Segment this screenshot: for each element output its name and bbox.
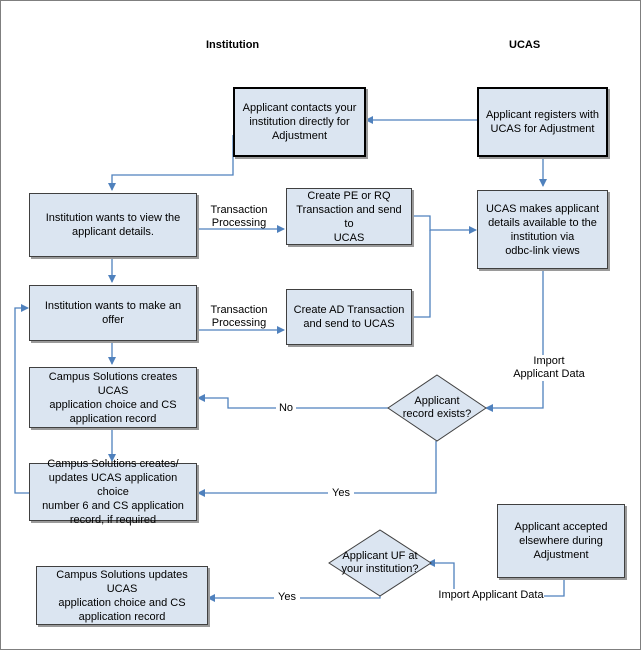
box-cs-updates-choice: Campus Solutions updates UCAS applicatio…: [36, 566, 208, 625]
box-view-details: Institution wants to view the applicant …: [29, 193, 197, 257]
edge-ucas-to-decision1: [485, 269, 544, 412]
label-yes-1: Yes: [328, 487, 354, 500]
edge-loop-back-to-offer: [14, 304, 29, 494]
box-create-pe-rq: Create PE or RQ Transaction and send to …: [286, 188, 412, 245]
box-text: Create AD Transaction and send to UCAS: [293, 304, 405, 330]
box-text: Institution wants to view the applicant …: [45, 212, 181, 238]
edge-contacts-to-view: [108, 135, 234, 191]
label-no: No: [276, 402, 296, 415]
edge-decision1-yes: [197, 441, 437, 497]
box-text: Applicant contacts your institution dire…: [242, 102, 357, 142]
edge-create-pe-to-ucas: [412, 215, 477, 234]
column-heading-institution: Institution: [206, 39, 260, 51]
label-transaction-processing-2: Transaction Processing: [210, 304, 268, 329]
box-make-offer: Institution wants to make an offer: [29, 285, 197, 341]
edge-decision1-no: [197, 394, 388, 409]
box-create-ad: Create AD Transaction and send to UCAS: [286, 289, 412, 345]
edge-create-ad-to-ucas: [412, 230, 431, 318]
box-text: UCAS makes applicant details available t…: [485, 202, 600, 257]
box-ucas-makes-available: UCAS makes applicant details available t…: [477, 190, 608, 269]
label-yes-2: Yes: [274, 591, 300, 604]
box-text: Institution wants to make an offer: [44, 300, 182, 326]
box-text: Campus Solutions creates/ updates UCAS a…: [42, 458, 184, 526]
box-applicant-registers: Applicant registers with UCAS for Adjust…: [477, 87, 608, 157]
box-text: Create PE or RQ Transaction and send to …: [296, 189, 402, 244]
box-text: Applicant registers with UCAS for Adjust…: [485, 109, 600, 135]
box-accepted-elsewhere: Applicant accepted elsewhere during Adju…: [497, 504, 625, 578]
decision-record-exists: [387, 374, 487, 442]
box-cs-creates-updates-choice6: Campus Solutions creates/ updates UCAS a…: [29, 458, 197, 526]
column-heading-ucas: UCAS: [509, 39, 541, 51]
box-text: Campus Solutions updates UCAS applicatio…: [56, 568, 188, 623]
label-import-applicant-data-1: Import Applicant Data: [506, 355, 592, 381]
box-text: Applicant accepted elsewhere during Adju…: [514, 521, 608, 561]
label-transaction-processing-1: Transaction Processing: [210, 204, 268, 229]
decision-label-uf-at-institution: Applicant UF at your institution?: [341, 550, 419, 575]
label-import-applicant-data-2: Import Applicant Data: [438, 589, 544, 602]
box-applicant-contacts: Applicant contacts your institution dire…: [233, 87, 366, 157]
box-cs-creates-choice: Campus Solutions creates UCAS applicatio…: [29, 367, 197, 428]
box-text: Campus Solutions creates UCAS applicatio…: [48, 370, 178, 425]
decision-label-record-exists: Applicant record exists?: [402, 395, 472, 420]
decision-uf-at-institution: [328, 529, 432, 597]
